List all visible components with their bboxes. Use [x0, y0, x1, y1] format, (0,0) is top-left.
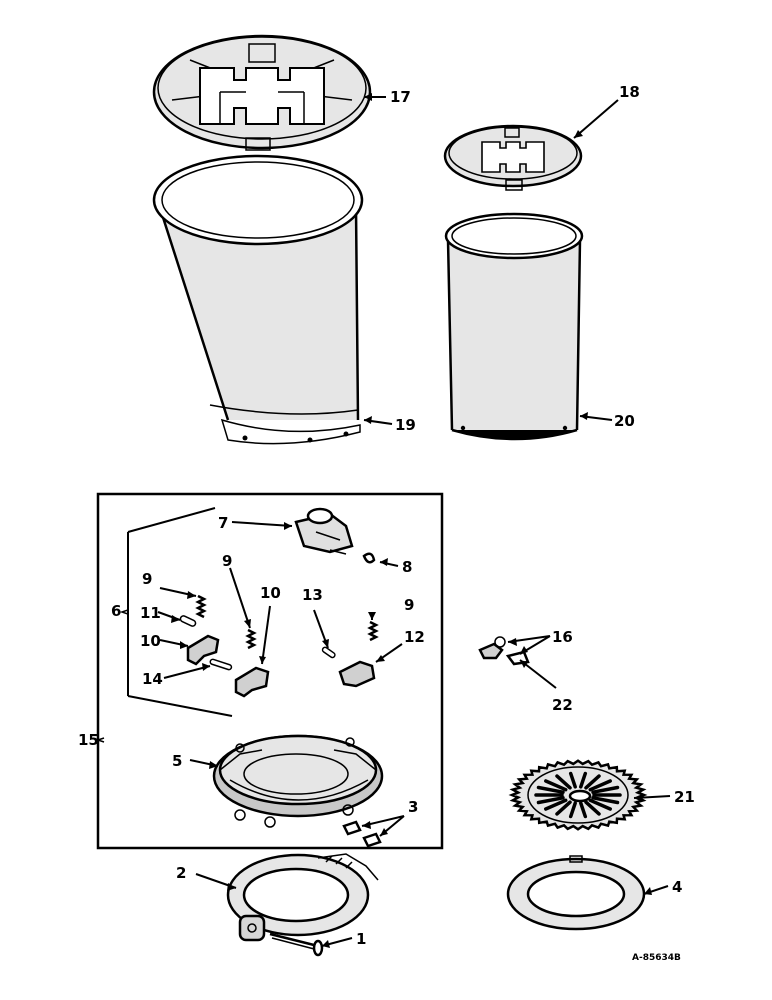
callout-7: 7 — [218, 514, 228, 532]
callout-17: 17 — [390, 88, 411, 106]
part-21-seed-plate — [508, 759, 648, 831]
lid-large — [152, 34, 372, 151]
callout-12: 12 — [404, 628, 425, 646]
part-8-clip — [362, 552, 376, 564]
callout-10-middle: 10 — [260, 584, 281, 602]
seed-plate-slot — [588, 779, 612, 792]
part-3-clip-b — [362, 832, 382, 848]
seed-plate-slot — [555, 774, 572, 790]
container-small-cylinder — [444, 212, 584, 441]
seed-plate-slot — [584, 800, 601, 816]
seed-plate-slot — [568, 801, 577, 819]
brace-15 — [95, 737, 105, 743]
part-3-clip-a — [342, 820, 362, 836]
callout-9-middle: 9 — [222, 552, 232, 570]
callout-14: 14 — [142, 670, 163, 688]
part-13-pin — [321, 646, 336, 659]
callout-11: 11 — [140, 604, 161, 622]
container-large-tapered — [152, 154, 364, 445]
part-7-valve-body — [294, 507, 354, 555]
part-10-lever-left — [186, 634, 220, 666]
callout-22: 22 — [552, 696, 573, 714]
part-4-ring — [506, 855, 646, 931]
leader-lines — [157, 93, 671, 948]
seed-plate-slot — [536, 785, 565, 794]
callout-3: 3 — [408, 798, 418, 816]
callout-9-left: 9 — [142, 570, 152, 588]
spring-9-right — [367, 620, 379, 642]
callout-13: 13 — [302, 586, 323, 604]
seed-plate-slot — [544, 779, 568, 792]
part-11-pin — [179, 615, 197, 627]
drawing-reference-code: A-85634B — [632, 953, 681, 963]
part-10-lever-middle — [234, 666, 270, 698]
seed-plate-slot — [584, 774, 601, 790]
callout-15: 15 — [78, 731, 99, 749]
part-2-clamp-ring — [226, 853, 379, 942]
seed-plate-slot — [588, 798, 612, 811]
seed-plate-slot — [591, 796, 620, 805]
callout-16: 16 — [552, 628, 573, 646]
callout-19: 19 — [395, 416, 416, 434]
callout-1: 1 — [356, 930, 366, 948]
callout-21: 21 — [674, 788, 695, 806]
part-12-bracket — [338, 660, 376, 688]
callout-20: 20 — [614, 412, 635, 430]
callout-10-left: 10 — [140, 632, 161, 650]
seed-plate-slot — [591, 785, 620, 794]
spring-9-middle — [245, 628, 257, 650]
part-14-pin — [209, 658, 233, 671]
callout-8: 8 — [402, 558, 412, 576]
seed-plate-slot — [579, 771, 588, 789]
callout-6: 6 — [111, 602, 121, 620]
lid-small — [443, 124, 583, 191]
part-1-bolt — [269, 932, 324, 957]
seed-plate-slot — [579, 801, 588, 819]
callout-4: 4 — [672, 878, 682, 896]
seed-plate-slot — [568, 771, 577, 789]
callout-2: 2 — [176, 864, 186, 882]
ih-logo-large — [199, 43, 325, 125]
seed-plate-slot — [555, 800, 572, 816]
callout-9-right: 9 — [404, 596, 414, 614]
spring-9-left — [195, 594, 207, 619]
seed-plate-slot — [544, 798, 568, 811]
seed-plate-slot — [536, 796, 565, 805]
assembly-15-frame — [96, 492, 444, 850]
brace-6 — [119, 609, 129, 615]
part-5-hopper-bottom — [212, 734, 384, 828]
callout-5: 5 — [172, 752, 182, 770]
ih-logo-small — [481, 127, 545, 173]
callout-18: 18 — [619, 83, 640, 101]
